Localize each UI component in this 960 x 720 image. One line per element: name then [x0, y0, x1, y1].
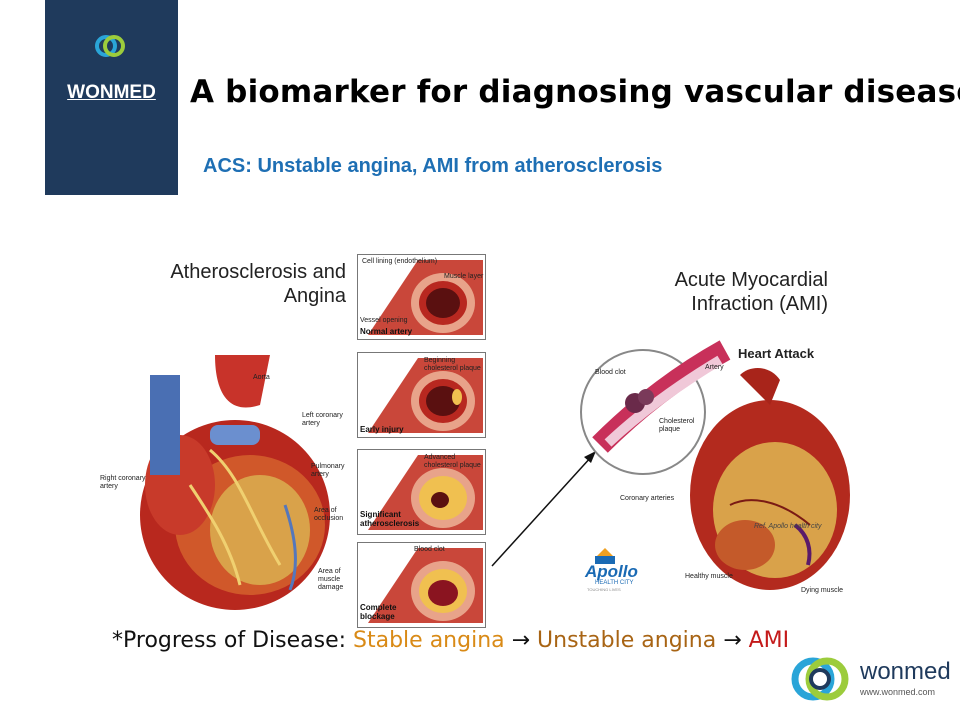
label-aorta: Aorta	[253, 374, 270, 381]
label-coronary-arteries: Coronary arteries	[620, 495, 675, 502]
label-healthy-muscle: Healthy muscle	[685, 573, 733, 580]
progress-prefix: *Progress of Disease:	[112, 628, 354, 653]
artery-panel-significant: Advanced cholesterol plaque Significant …	[357, 449, 486, 535]
left-figure-title: Atherosclerosis and Angina	[170, 261, 346, 307]
artery-blockage-icon	[368, 548, 483, 623]
slide-title: A biomarker for diagnosing vascular dise…	[190, 74, 960, 110]
wonmed-logo-icon	[95, 35, 125, 57]
progression-arrow-icon	[491, 451, 596, 567]
disease-progress-line: *Progress of Disease: Stable angina → Un…	[112, 628, 789, 653]
artery-normal-icon	[368, 260, 483, 335]
apollo-logo: Apollo HEALTH CITY TOUCHING LIVES	[585, 548, 650, 593]
label-pulmonary: Pulmonary artery	[311, 463, 345, 478]
label-area-damage: Area of muscle damage	[318, 568, 344, 591]
label-cholesterol: Cholesterol plaque	[659, 418, 695, 433]
arrow-icon: →	[504, 628, 538, 653]
footer-url: www.wonmed.com	[860, 687, 936, 697]
artery-early-icon	[368, 358, 483, 433]
artery-panel-early: Beginning cholesterol plaque Early injur…	[357, 352, 486, 438]
panel-caption: Complete blockage	[360, 603, 397, 621]
heart-attack-illustration	[580, 340, 850, 590]
heart-attack-label: Heart Attack	[738, 346, 815, 361]
artery-panel-normal: Cell lining (endothelium) Muscle layer V…	[357, 254, 486, 340]
artery-significant-icon	[368, 455, 483, 530]
slide-subtitle: ACS: Unstable angina, AMI from atheroscl…	[203, 155, 663, 177]
arrow-icon: →	[716, 628, 749, 653]
label-area-occlusion: Area of occlusion	[314, 507, 344, 522]
label-dying-muscle: Dying muscle	[801, 587, 844, 594]
panel-caption: Early injury	[360, 425, 404, 434]
brand-panel: WONMED	[45, 0, 178, 195]
right-figure-title: Acute Myocardial Infraction (AMI)	[674, 269, 828, 315]
label-artery: Artery	[705, 364, 724, 371]
artery-panel-blockage: Blood clot Complete blockage	[357, 542, 486, 628]
stage-stable-angina: Stable angina	[353, 628, 505, 653]
wonmed-footer-logo-icon	[791, 657, 849, 701]
stage-ami: AMI	[748, 628, 790, 653]
footer-logo-text: wonmed	[860, 658, 951, 685]
panel-caption: Significant atherosclerosis	[360, 510, 420, 528]
reference-note: Ref. Apollo health city	[754, 523, 822, 530]
stage-unstable-angina: Unstable angina	[537, 628, 717, 653]
apollo-emblem-icon	[595, 548, 615, 564]
label-left-coronary: Left coronary artery	[302, 412, 343, 427]
brand-name: WONMED	[67, 82, 156, 103]
label-right-coronary: Right coronary artery	[100, 475, 146, 490]
panel-caption: Normal artery	[360, 327, 413, 336]
heart-illustration	[140, 355, 330, 610]
label-blood-clot: Blood clot	[595, 369, 626, 376]
